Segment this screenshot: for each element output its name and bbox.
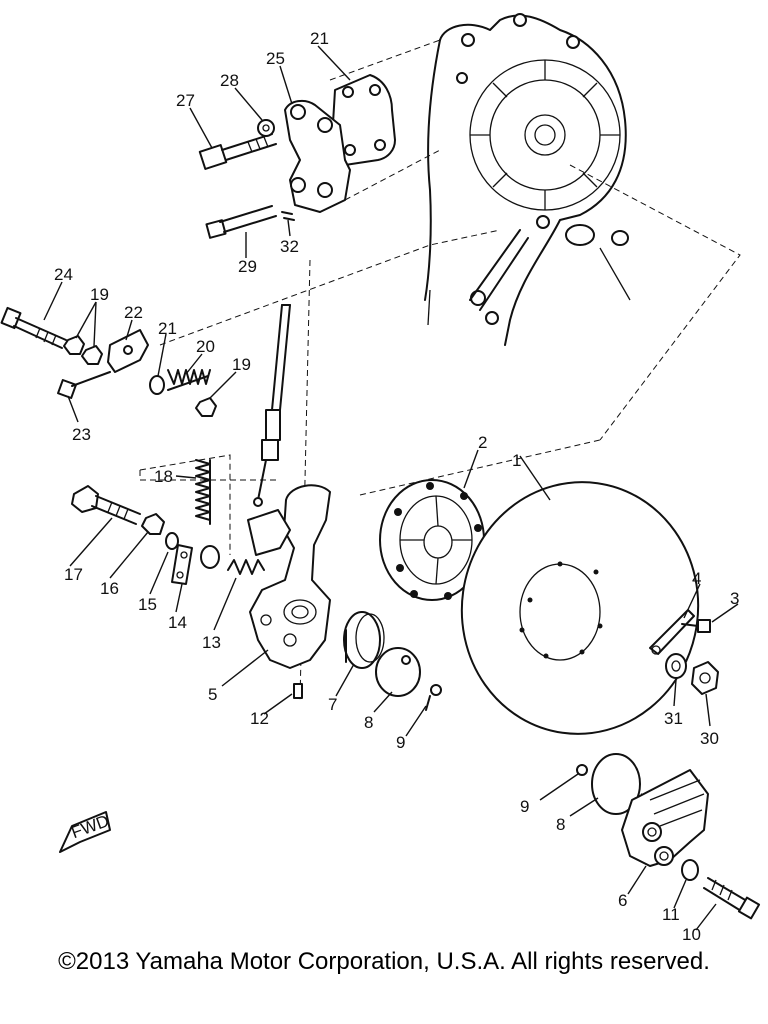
callout-27: 27 <box>176 91 195 110</box>
part-20-spring <box>167 369 211 391</box>
callout-8b: 8 <box>556 815 565 834</box>
part-8-puck-2 <box>591 753 641 815</box>
callout-6: 6 <box>618 891 627 910</box>
part-21-washer <box>149 375 165 395</box>
part-12-pin <box>293 683 303 699</box>
callout-30: 30 <box>700 729 719 748</box>
part-29-pin <box>205 205 277 239</box>
callout-19a: 19 <box>90 285 109 304</box>
callout-19b: 19 <box>232 355 251 374</box>
part-31-washer <box>665 653 687 679</box>
part-14-lever <box>171 544 193 585</box>
part-30-nut <box>691 661 719 695</box>
callout-25: 25 <box>266 49 285 68</box>
callout-12: 12 <box>250 709 269 728</box>
fwd-arrow-icon: FWD <box>59 811 112 853</box>
part-9-screw-2 <box>576 764 588 776</box>
callout-9a: 9 <box>396 733 405 752</box>
callout-5: 5 <box>208 685 217 704</box>
callout-15: 15 <box>138 595 157 614</box>
copyright-footer: ©2013 Yamaha Motor Corporation, U.S.A. A… <box>58 948 710 975</box>
part-19-nut <box>63 335 103 365</box>
part-9-screw <box>425 684 442 711</box>
part-32-clip <box>281 211 295 221</box>
part-18-spring <box>195 459 211 525</box>
part-6-caliper-half <box>621 769 709 867</box>
callout-23: 23 <box>72 425 91 444</box>
part-5-caliper <box>247 484 331 669</box>
part-8-puck <box>375 647 421 697</box>
callout-8a: 8 <box>364 713 373 732</box>
callout-28: 28 <box>220 71 239 90</box>
cable <box>253 304 291 507</box>
part-13-spring-cup <box>200 545 220 569</box>
part-7-pad <box>343 611 385 669</box>
callout-16: 16 <box>100 579 119 598</box>
callout-18: 18 <box>154 467 173 486</box>
callout-31: 31 <box>664 709 683 728</box>
part-3-bolt <box>681 619 711 633</box>
part-28-washer <box>257 119 275 137</box>
part-16-nut <box>141 513 165 535</box>
part-11-washer <box>681 859 699 881</box>
callout-3: 3 <box>730 589 739 608</box>
callout-26: 21 <box>310 29 329 48</box>
exploded-parts-diagram: FWD 21 25 28 27 29 32 24 19 22 21 20 19 … <box>0 13 761 940</box>
part-10-bolt <box>703 877 761 920</box>
part-27-bolt <box>198 133 277 170</box>
callout-11: 11 <box>662 905 680 924</box>
part-2-hub <box>379 479 485 601</box>
callout-10: 10 <box>682 925 701 940</box>
part-23-screw <box>57 371 111 399</box>
callouts: 21 25 28 27 29 32 24 19 22 21 20 19 23 1… <box>43 29 739 940</box>
part-4-lockplate <box>649 609 695 655</box>
part-24-bolt <box>0 306 67 349</box>
part-26-plate <box>331 74 396 166</box>
callout-29: 29 <box>238 257 257 276</box>
part-19-nut-2 <box>195 397 217 417</box>
callout-2: 2 <box>478 433 487 452</box>
engine-case <box>424 13 631 346</box>
part-25-bracket <box>284 99 351 213</box>
callout-1: 1 <box>512 451 521 470</box>
callout-21: 21 <box>158 319 177 338</box>
callout-17: 17 <box>64 565 83 584</box>
callout-14: 14 <box>168 613 187 632</box>
part-1-disc <box>460 481 700 735</box>
callout-9b: 9 <box>520 797 529 816</box>
callout-4: 4 <box>692 569 701 588</box>
callout-20: 20 <box>196 337 215 356</box>
part-15-washer <box>165 532 179 550</box>
part-22-bracket <box>107 329 149 373</box>
callout-13: 13 <box>202 633 221 652</box>
part-17-bolt <box>71 485 141 525</box>
callout-7: 7 <box>328 695 337 714</box>
callout-22: 22 <box>124 303 143 322</box>
callout-32: 32 <box>280 237 299 256</box>
callout-24: 24 <box>54 265 73 284</box>
part-13-spring <box>227 559 265 575</box>
